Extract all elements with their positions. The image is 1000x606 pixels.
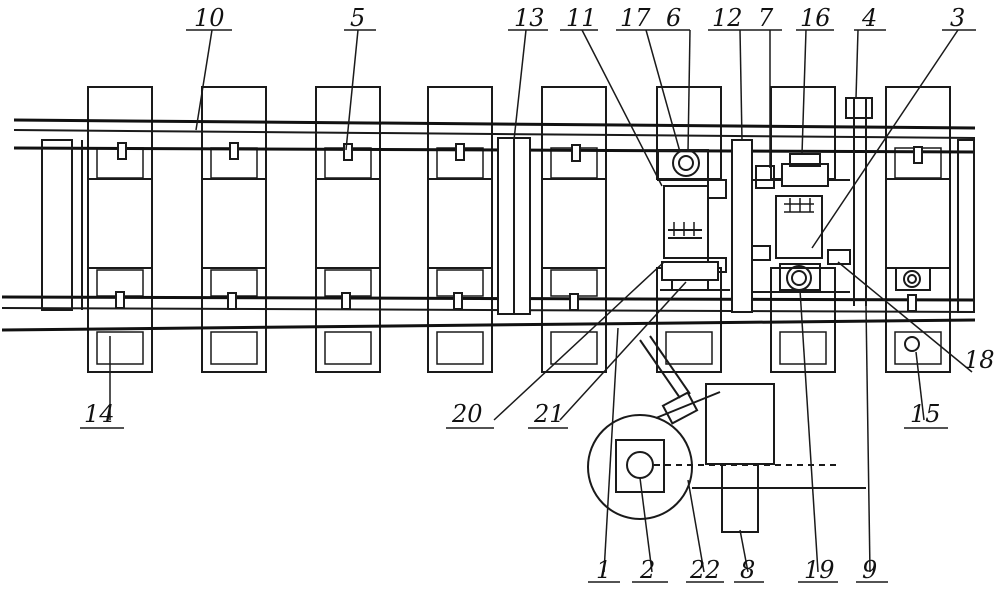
upper-rail	[14, 120, 975, 152]
label-14: 14	[84, 400, 115, 428]
drive-assembly	[588, 336, 866, 532]
label-17: 17	[620, 4, 651, 32]
label-5: 5	[350, 4, 365, 32]
label-4: 4	[861, 4, 877, 32]
label-13: 13	[514, 4, 545, 32]
part-labels: 10 5 13 11 17 6 12 7 16 4 3 18 14 15 20 …	[80, 4, 995, 584]
label-3: 3	[950, 4, 965, 32]
label-16: 16	[800, 4, 831, 32]
label-6: 6	[666, 4, 681, 32]
label-15: 15	[910, 400, 941, 428]
label-8: 8	[740, 556, 755, 584]
label-10: 10	[194, 4, 225, 32]
label-7: 7	[758, 4, 774, 32]
label-18: 18	[964, 346, 995, 374]
label-11: 11	[566, 4, 597, 32]
label-21: 21	[533, 400, 565, 428]
label-20: 20	[451, 400, 483, 428]
label-1: 1	[596, 556, 611, 584]
label-19: 19	[804, 556, 835, 584]
label-22: 22	[689, 556, 721, 584]
label-12: 12	[712, 4, 743, 32]
lower-rail	[2, 297, 975, 330]
label-9: 9	[862, 556, 877, 584]
label-2: 2	[639, 556, 655, 584]
